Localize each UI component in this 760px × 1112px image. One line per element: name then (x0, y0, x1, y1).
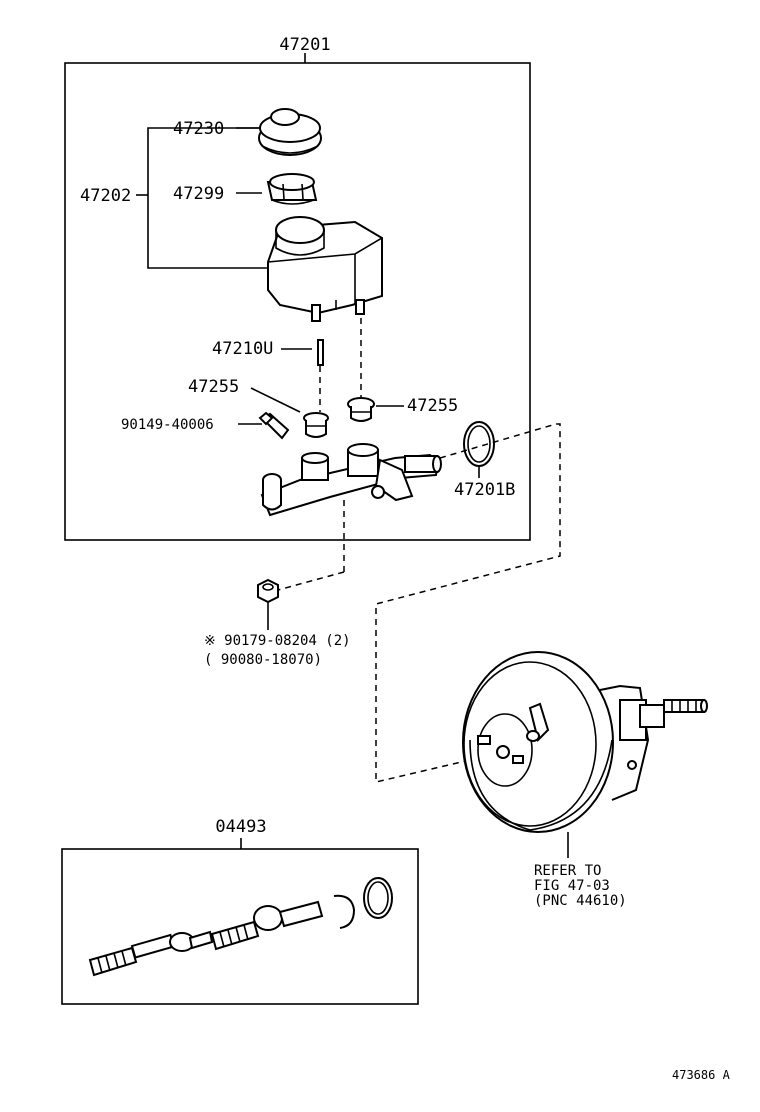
grommet-right-part (347, 397, 375, 422)
label-47202: 47202 (80, 186, 131, 206)
label-nut-line1: ※ 90179-08204 (2) (204, 633, 351, 649)
guide-line-nut-2 (277, 571, 345, 591)
label-47255-left: 47255 (188, 377, 239, 397)
o-ring-part (463, 421, 495, 467)
label-90149-40006: 90149-40006 (121, 417, 214, 433)
assembly-frame (64, 62, 531, 541)
reservoir-tank-part (267, 216, 383, 322)
pin-part (317, 339, 324, 366)
piston-primary-part (88, 930, 214, 977)
label-47201: 47201 (279, 35, 330, 55)
nut-part (257, 578, 279, 604)
grommet-left-leader (250, 387, 301, 413)
union-bolt-part (258, 411, 290, 440)
group-bracket (147, 127, 282, 269)
reservoir-cap-part (258, 108, 322, 156)
spring-clip-part (333, 894, 356, 929)
brake-booster-part (462, 651, 708, 833)
kit-frame (61, 848, 419, 1005)
label-47201b: 47201B (454, 480, 515, 500)
label-nut-line2: ( 90080-18070) (204, 652, 322, 668)
master-cylinder-part (260, 443, 442, 517)
grommet-left-part (303, 412, 329, 438)
booster-ref-line3: (PNC 44610) (534, 893, 627, 909)
piston-secondary-part (210, 900, 324, 951)
label-04493: 04493 (215, 817, 266, 837)
figure-id: 473686 A (672, 1068, 731, 1082)
booster-ref-line2: FIG 47-03 (534, 878, 610, 894)
kit-o-ring-part (363, 877, 393, 919)
label-47230: 47230 (173, 119, 224, 139)
guide-line-booster (375, 423, 561, 783)
label-47299: 47299 (173, 184, 224, 204)
label-47210u: 47210U (212, 339, 273, 359)
booster-ref-line1: REFER TO (534, 863, 601, 879)
strainer-part (266, 173, 318, 205)
label-47255-right: 47255 (407, 396, 458, 416)
